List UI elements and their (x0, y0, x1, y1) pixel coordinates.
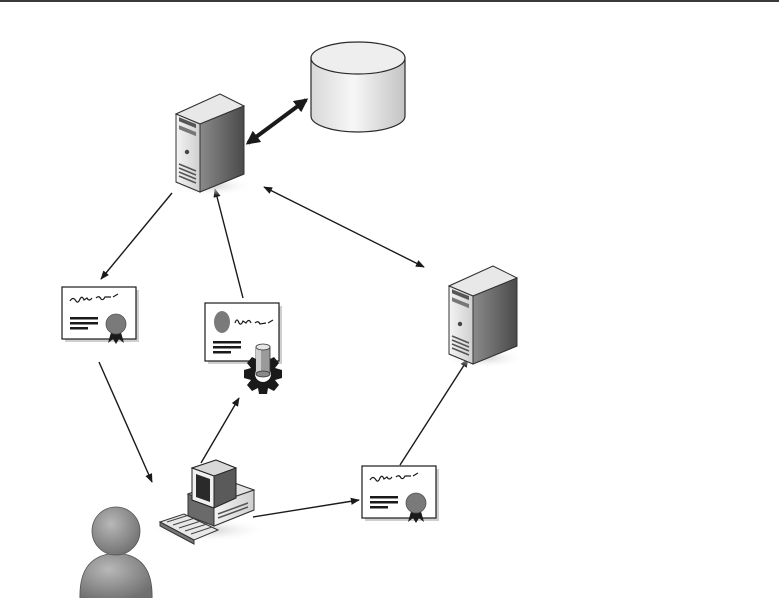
certificate-request-gear-icon (205, 303, 282, 394)
certificate-issued-icon (62, 287, 139, 344)
edge-certificate-to-server (400, 359, 468, 465)
database-cylinder-icon (311, 42, 405, 132)
desktop-computer-icon (148, 460, 268, 544)
edge-server-to-certificate (101, 193, 172, 279)
edge-certificate-to-user (99, 362, 152, 482)
edge-server-server (264, 187, 424, 267)
user-silhouette-icon (80, 507, 152, 598)
edge-workstation-to-certificate (253, 500, 359, 517)
server-main-icon (169, 94, 253, 196)
edges (99, 100, 468, 517)
edge-server-database (248, 100, 306, 143)
edge-workstation-to-request (201, 398, 239, 463)
edge-request-to-server (215, 189, 243, 298)
server-secondary-icon (442, 266, 526, 368)
certificate-presented-icon (362, 466, 439, 523)
